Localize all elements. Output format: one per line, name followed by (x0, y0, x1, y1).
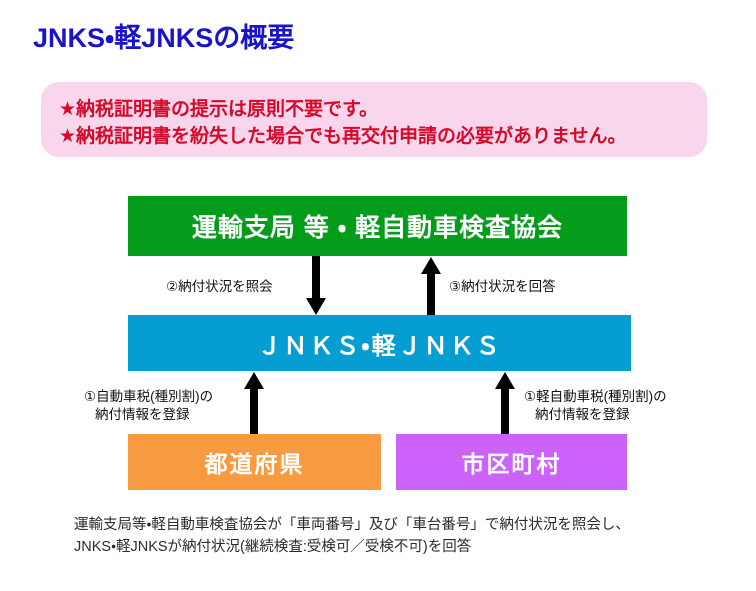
notice-line-2: ★納税証明書を紛失した場合でも再交付申請の必要がありません。 (59, 126, 627, 147)
box-prefecture: 都道府県 (128, 434, 381, 490)
box-jnks-system: ＪＮＫＳ・軽ＪＮＫＳ (128, 315, 631, 371)
arrow-label-prefecture-line1: ①自動車税(種別割)の (84, 389, 214, 404)
box-municipality: 市区町村 (396, 434, 627, 490)
page-title: JNKS・軽JNKSの概要 (33, 23, 295, 53)
arrow-up-prefecture-register (244, 372, 264, 435)
notice-banner: ★納税証明書の提示は原則不要です。 ★納税証明書を紛失した場合でも再交付申請の必… (41, 82, 707, 157)
arrow-label-municipality-register: ①軽自動車税(種別割)の 納付情報を登録 (524, 388, 667, 424)
arrow-label-answer-line1: ③納付状況を回答 (449, 279, 556, 294)
arrow-label-prefecture-register: ①自動車税(種別割)の 納付情報を登録 (84, 388, 213, 424)
arrow-label-municipality-line2: 納付情報を登録 (535, 406, 630, 422)
notice-line-1: ★納税証明書の提示は原則不要です。 (59, 99, 379, 120)
arrow-label-answer: ③納付状況を回答 (449, 278, 556, 296)
box-jnks-system-label: ＪＮＫＳ・軽ＪＮＫＳ (257, 332, 502, 360)
arrow-label-prefecture-line2: 納付情報を登録 (95, 406, 190, 422)
caption: 運輸支局等・軽自動車検査協会が「車両番号」及び「車台番号」で納付状況を照会し、 … (74, 514, 744, 559)
arrow-up-municipality-register (495, 372, 515, 435)
caption-line-2: JNKS・軽JNKSが納付状況(継続検査:受検可／受検不可)を回答 (74, 539, 472, 556)
box-municipality-label: 市区町村 (461, 451, 562, 477)
box-prefecture-label: 都道府県 (204, 451, 305, 477)
arrow-label-inquiry: ②納付状況を照会 (166, 278, 273, 296)
arrow-label-inquiry-line1: ②納付状況を照会 (166, 279, 273, 294)
caption-line-1: 運輸支局等・軽自動車検査協会が「車両番号」及び「車台番号」で納付状況を照会し、 (74, 517, 630, 533)
arrow-up-answer (421, 257, 441, 316)
box-transport-bureau-label: 運輸支局 等 ・ 軽自動車検査協会 (191, 214, 564, 242)
arrow-label-municipality-line1: ①軽自動車税(種別割)の (524, 389, 667, 404)
arrow-down-inquiry (306, 256, 326, 315)
box-transport-bureau: 運輸支局 等 ・ 軽自動車検査協会 (128, 196, 627, 256)
